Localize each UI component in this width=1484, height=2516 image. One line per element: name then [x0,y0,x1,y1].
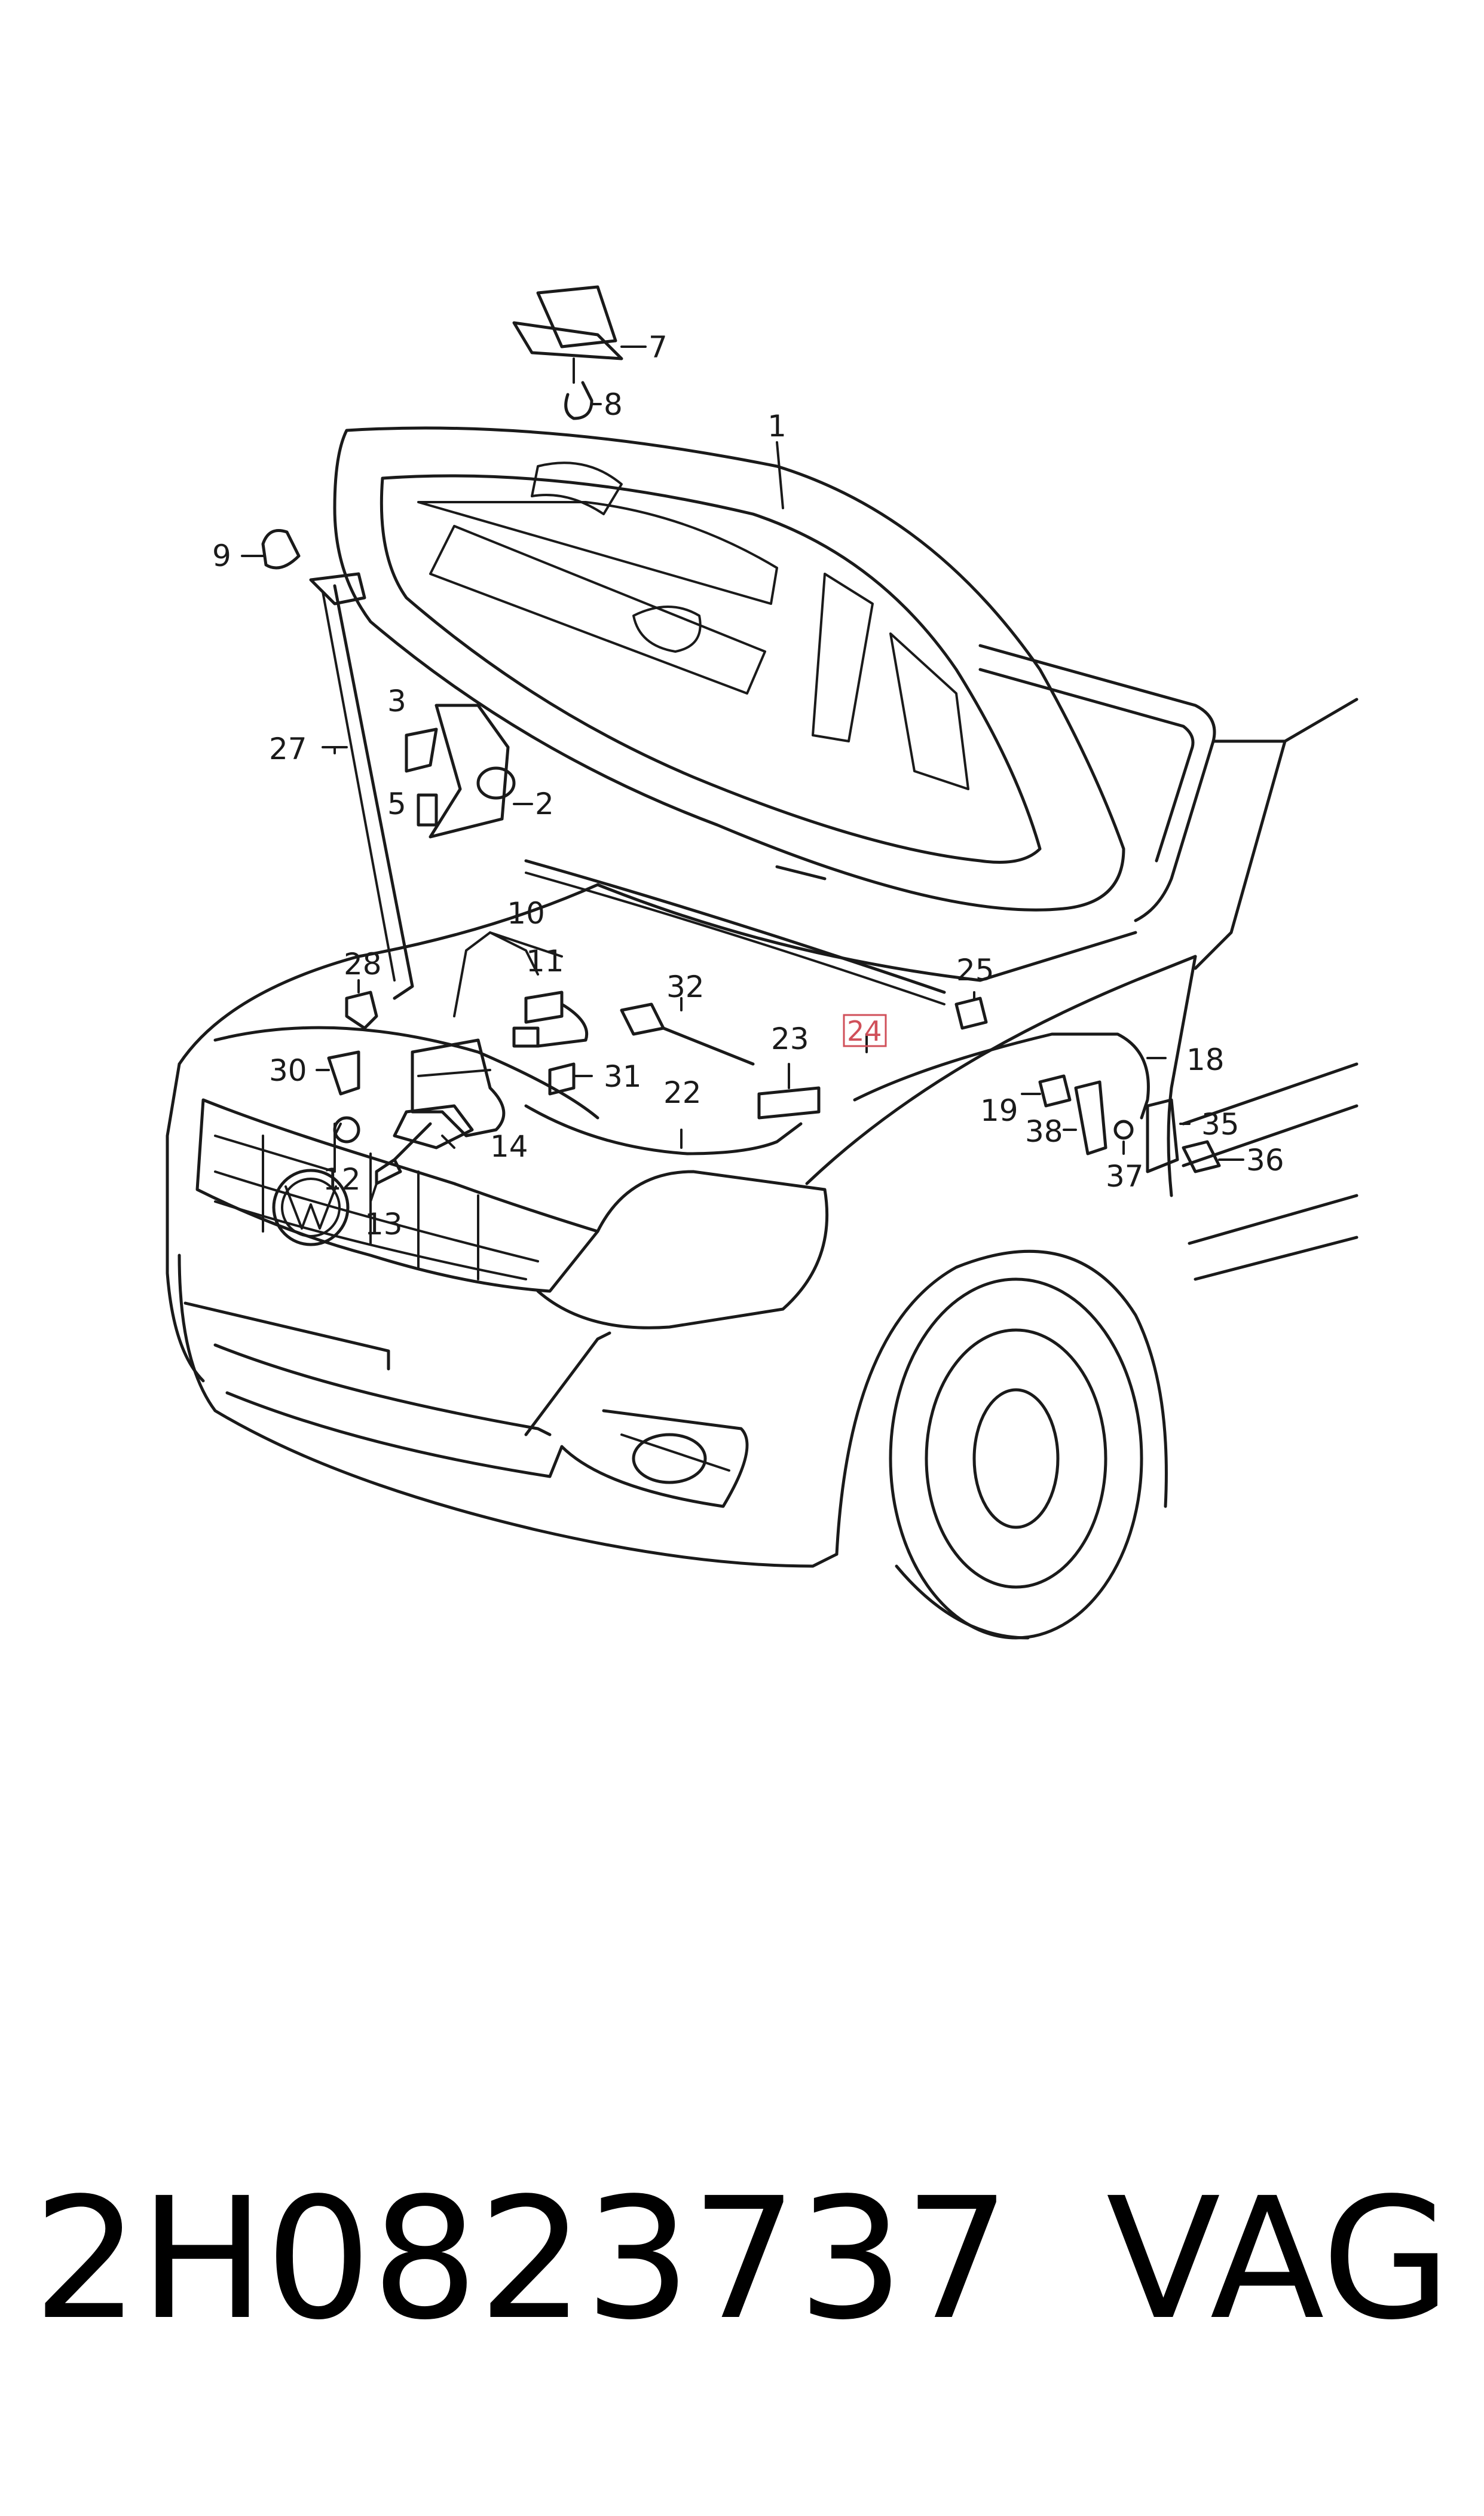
brand-label: VAG [1106,2162,1451,2357]
callout-22: 22 [663,1075,702,1110]
callout-2: 2 [535,787,554,821]
callout-37: 37 [1106,1159,1144,1194]
callout-19: 19 [980,1093,1018,1128]
callout-3: 3 [387,684,406,719]
callout-9: 9 [212,539,231,573]
callout-36: 36 [1246,1143,1284,1178]
callout-31: 31 [604,1059,642,1094]
callout-13: 13 [365,1207,403,1242]
callout-38: 38 [1025,1114,1063,1149]
callout-30: 30 [269,1053,307,1088]
callout-11: 11 [526,944,564,979]
callout-14: 14 [490,1129,528,1164]
callout-18: 18 [1186,1043,1225,1077]
callout-7: 7 [648,330,668,365]
part-number: 2H0823737 [33,2162,1011,2357]
parts-sketches [261,285,1221,1185]
callout-25: 25 [956,953,995,988]
callout-28: 28 [344,947,382,982]
callout-leader-lines [241,346,1244,1203]
callout-24-highlight: 24 [843,1014,887,1047]
callout-labels: 1 2 3 5 7 8 9 10 11 12 13 14 18 19 22 23… [212,330,1284,1242]
callout-32: 32 [666,970,705,1004]
callout-35: 35 [1201,1107,1240,1142]
hood-panel-drawing [333,426,1125,1005]
callout-5: 5 [387,787,406,821]
callout-27: 27 [269,732,307,766]
callout-8: 8 [604,387,623,422]
callout-24: 24 [847,1015,882,1047]
callout-1: 1 [767,409,787,444]
callout-12: 12 [323,1162,361,1197]
callout-10: 10 [507,896,545,931]
callout-23: 23 [771,1022,809,1056]
